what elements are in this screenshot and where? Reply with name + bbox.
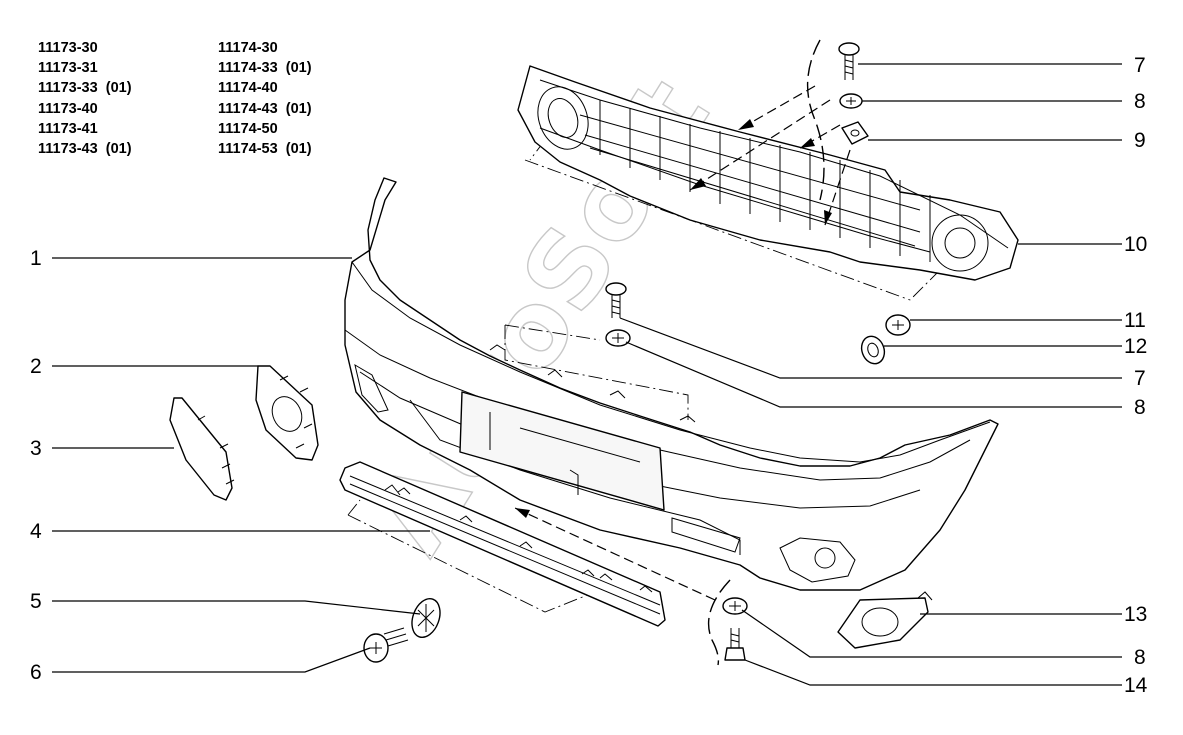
model-code: 11173-31 [38, 60, 98, 77]
callout-4: 4 [30, 520, 42, 543]
lower-grille [339, 461, 666, 627]
callout-8: 8 [1134, 90, 1146, 113]
model-list-right: 11174-30 11174-33 (01) 11174-40 11174-43… [218, 38, 312, 159]
model-code: 11173-33 (01) [38, 80, 132, 97]
callout-14: 14 [1124, 674, 1148, 697]
callout-10: 10 [1124, 233, 1147, 256]
model-code: 11174-30 [218, 40, 278, 56]
model-code: 11173-41 [38, 120, 98, 137]
callout-13: 13 [1124, 603, 1147, 626]
assembly-paths [514, 39, 851, 666]
model-code: 11174-40 [218, 80, 278, 97]
model-code: 11174-43 (01) [218, 100, 312, 117]
blank-cap [169, 397, 235, 501]
screw [363, 627, 409, 663]
callout-11: 11 [1124, 309, 1146, 332]
callout-8: 8 [1134, 396, 1146, 419]
fog-trim-left [255, 365, 319, 461]
callout-numbers: 1 2 3 4 5 6 7 8 9 10 11 12 7 8 13 8 14 [30, 54, 1148, 697]
callout-6: 6 [30, 661, 42, 684]
model-code: 11174-33 (01) [218, 60, 312, 77]
model-code: 11173-40 [38, 100, 98, 117]
leader-lines [52, 63, 1122, 686]
callout-12: 12 [1124, 335, 1147, 358]
model-list-left: 11173-30 11173-31 11173-33 (01) 11173-40… [38, 38, 132, 159]
callout-9: 9 [1134, 129, 1146, 152]
callout-2: 2 [30, 355, 42, 378]
model-code: 11174-50 [218, 120, 278, 137]
model-code: 11173-30 [38, 40, 98, 56]
callout-5: 5 [30, 590, 42, 613]
fasteners [605, 42, 911, 661]
callout-7: 7 [1134, 54, 1146, 77]
model-code: 11173-43 (01) [38, 141, 132, 158]
callout-8: 8 [1134, 646, 1146, 669]
callout-3: 3 [30, 437, 42, 460]
callout-7: 7 [1134, 367, 1146, 390]
round-clip [411, 597, 441, 639]
bumper-cover [344, 177, 999, 591]
callout-1: 1 [30, 247, 42, 270]
fog-trim-right [837, 591, 933, 649]
model-code: 11174-53 (01) [218, 141, 312, 158]
